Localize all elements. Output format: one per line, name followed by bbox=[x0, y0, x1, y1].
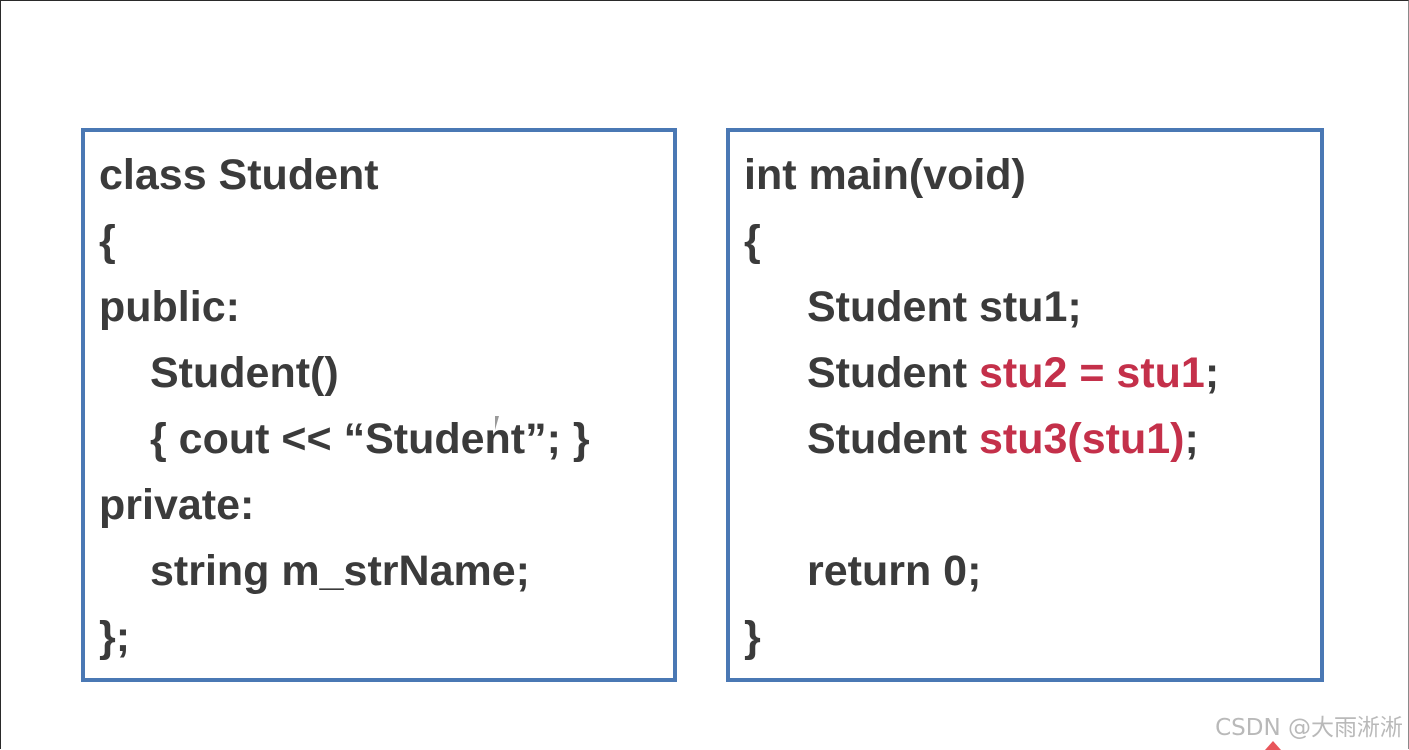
code-line-copy-assign: Student stu2 = stu1; bbox=[807, 340, 1219, 406]
main-function-box: int main(void) { Student stu1; Student s… bbox=[726, 128, 1324, 682]
code-line: }; bbox=[99, 613, 131, 661]
code-line: { cout << “Student”; } bbox=[150, 415, 590, 463]
code-line: Student stu1; bbox=[807, 283, 1082, 331]
class-definition-box: class Student { public: Student() { cout… bbox=[81, 128, 677, 682]
code-line: return 0; bbox=[807, 547, 982, 595]
highlighted-code: stu3(stu1) bbox=[978, 415, 1185, 463]
code-text: Student bbox=[807, 349, 979, 397]
corner-marker bbox=[1265, 741, 1281, 750]
mouse-cursor-icon bbox=[495, 416, 499, 430]
watermark: CSDN @大雨淅淅 bbox=[1215, 715, 1403, 741]
code-text: ; bbox=[1184, 415, 1199, 463]
code-line: { bbox=[99, 217, 116, 265]
code-line: int main(void) bbox=[744, 151, 1026, 199]
code-line: class Student bbox=[99, 151, 379, 199]
code-line: Student() bbox=[150, 349, 339, 397]
code-line-copy-construct: Student stu3(stu1); bbox=[807, 406, 1199, 472]
code-line: public: bbox=[99, 283, 240, 331]
code-text: Student bbox=[807, 415, 979, 463]
code-text: ; bbox=[1204, 349, 1220, 397]
code-line: } bbox=[744, 613, 761, 661]
highlighted-code: stu2 = stu1 bbox=[978, 349, 1205, 397]
code-line: string m_strName; bbox=[150, 547, 530, 595]
code-line: private: bbox=[99, 481, 255, 529]
code-line: { bbox=[744, 217, 761, 265]
